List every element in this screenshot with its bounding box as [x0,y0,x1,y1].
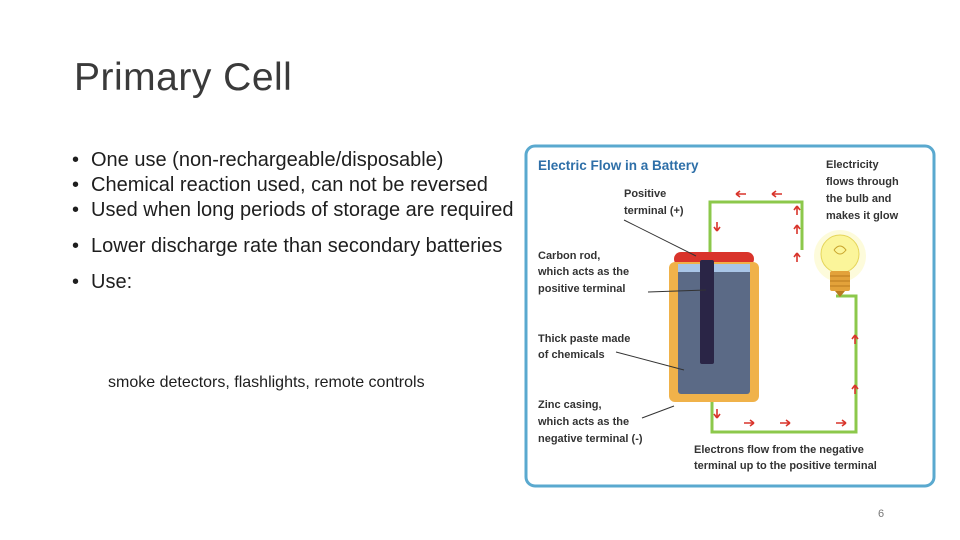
current-arrows [713,190,859,427]
electrons-label: Electrons flow from the negative [694,444,864,456]
bulb-label: makes it glow [826,210,899,222]
carbon-rod-label: Carbon rod, [538,250,600,262]
bullet-item: • Used when long periods of storage are r… [72,198,532,223]
diagram-title: Electric Flow in a Battery [538,158,699,173]
pointer-lines [615,219,707,419]
zinc-casing-label: Zinc casing, [538,399,602,411]
bottom-wire [710,294,858,434]
paste-label: Thick paste made [538,333,630,345]
bullet-text: One use (non-rechargeable/disposable) [91,149,444,171]
diagram-labels: Positive terminal (+) Carbon rod, which … [537,159,899,472]
bullet-dot: • [72,199,80,221]
bulb-label: the bulb and [826,193,891,205]
electrons-label: terminal up to the positive terminal [694,460,877,472]
carbon-rod [700,260,714,364]
paste-label: of chemicals [538,349,605,361]
battery-diagram: Electric Flow in a Battery [524,144,936,488]
zinc-casing-label: which acts as the [537,416,629,428]
bullet-dot: • [72,149,80,171]
bullet-item: • Use: [72,270,532,295]
bulb-label: flows through [826,176,899,188]
bullet-dot: • [72,271,80,293]
bullet-dot: • [72,174,80,196]
bullet-list: • One use (non-rechargeable/disposable) •… [72,148,532,295]
battery [669,252,759,402]
bullet-item: • Lower discharge rate than secondary bat… [72,234,532,259]
positive-terminal-label: terminal (+) [624,205,684,217]
page-number: 6 [878,508,885,520]
bullet-dot: • [72,235,80,257]
uses-subtext: smoke detectors, flashlights, remote con… [108,374,425,391]
top-wire [708,200,804,258]
slide-title: Primary Cell [74,56,293,99]
lightbulb-icon [814,230,866,297]
carbon-rod-label: which acts as the [537,266,629,278]
bullet-text: Use: [91,271,133,293]
bullet-item: • Chemical reaction used, can not be reve… [72,173,532,198]
positive-terminal-label: Positive [624,188,666,200]
carbon-rod-label: positive terminal [538,283,625,295]
bulb-label: Electricity [826,159,879,171]
bullet-text: Chemical reaction used, can not be rever… [91,174,488,196]
bullet-item: • One use (non-rechargeable/disposable) [72,148,532,173]
zinc-casing-label: negative terminal (-) [538,433,643,445]
bullet-text: Lower discharge rate than secondary batt… [91,235,503,257]
bullet-text: Used when long periods of storage are re… [91,199,514,221]
